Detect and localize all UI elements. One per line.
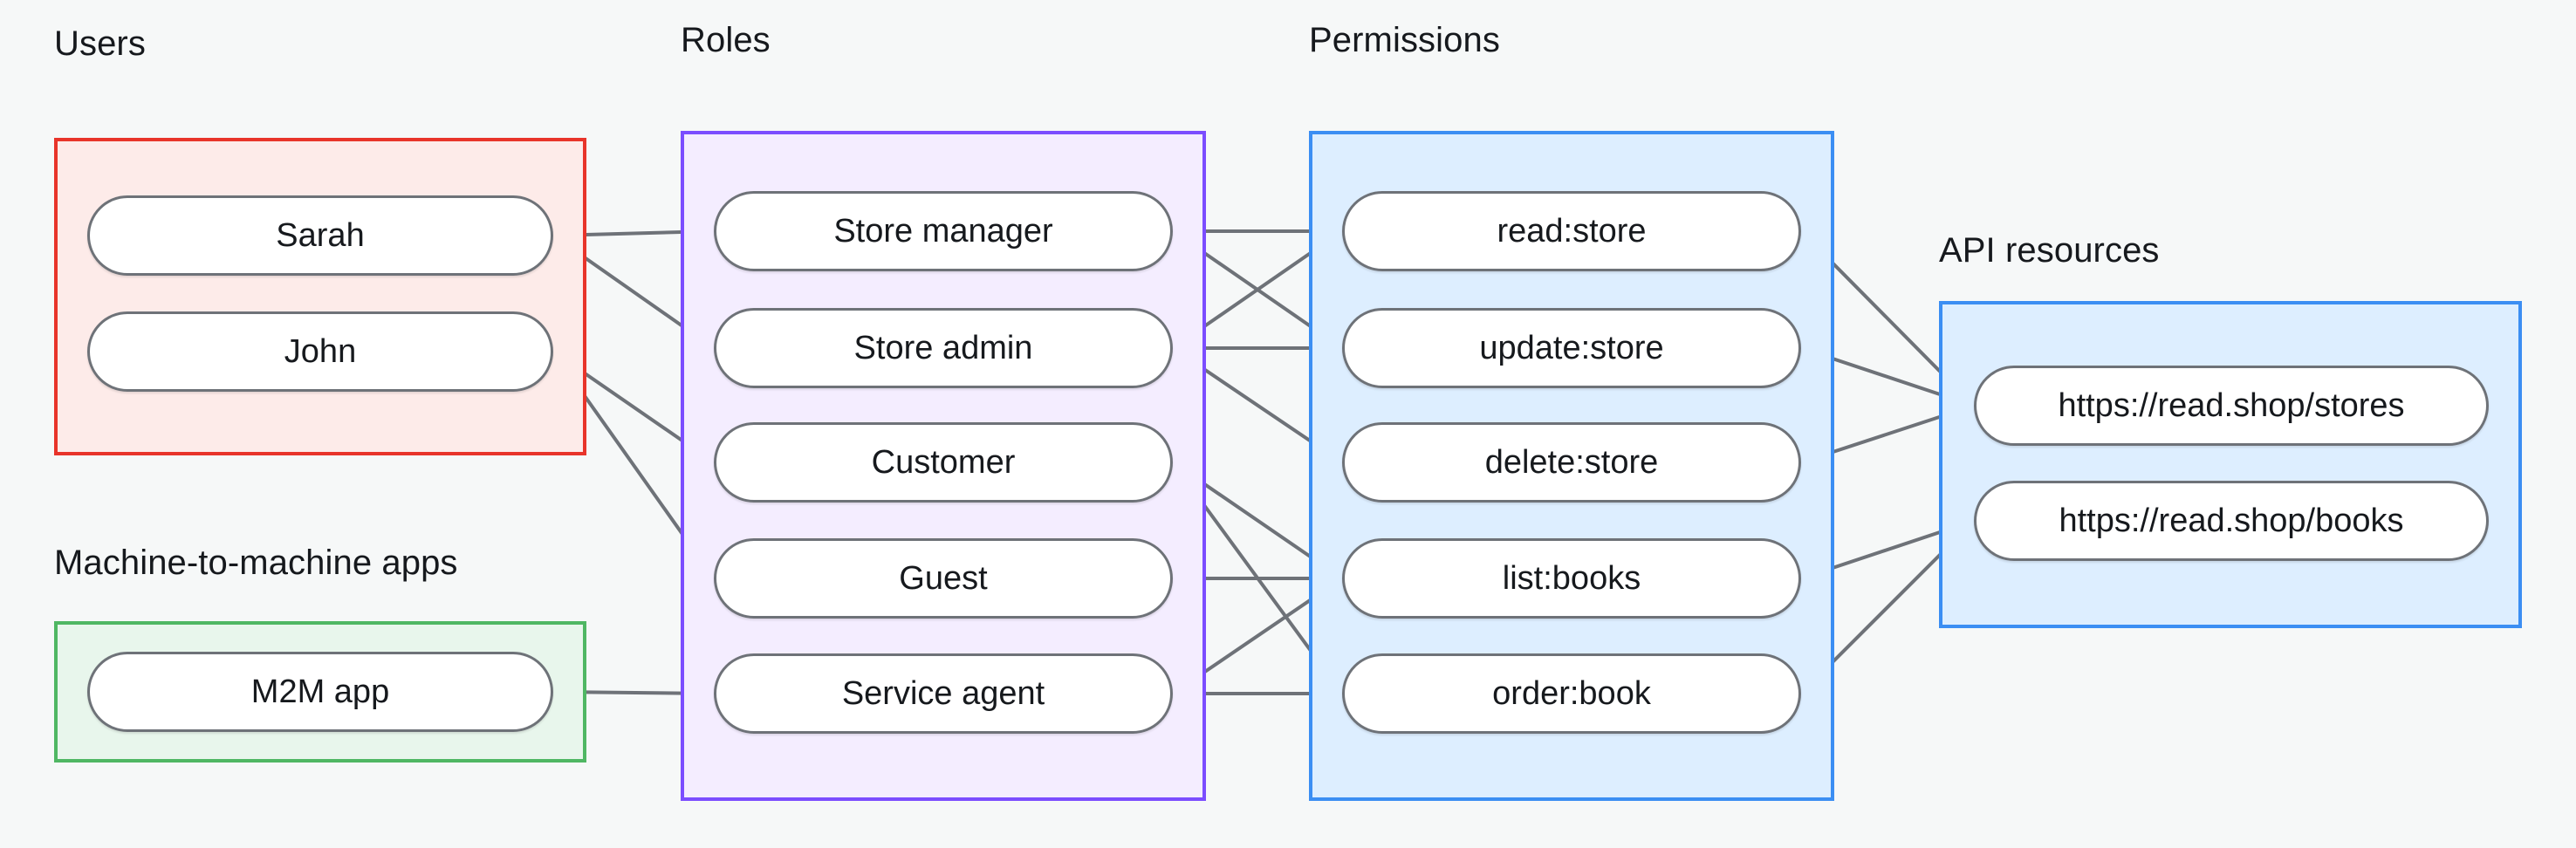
node-m2mapp[interactable]: M2M app (87, 652, 553, 732)
node-order-book[interactable]: order:book (1342, 653, 1801, 734)
node-label-guest: Guest (899, 559, 988, 597)
node-delete-store[interactable]: delete:store (1342, 422, 1801, 503)
node-label-customer: Customer (871, 443, 1016, 481)
group-box-users (54, 138, 586, 455)
node-sarah[interactable]: Sarah (87, 195, 553, 276)
group-box-api-resources (1939, 301, 2522, 628)
node-label-sarah: Sarah (276, 216, 365, 254)
node-label-update-store: update:store (1479, 329, 1664, 366)
node-label-service-agent: Service agent (841, 674, 1045, 712)
node-label-store-admin: Store admin (853, 329, 1033, 366)
node-res-stores[interactable]: https://read.shop/stores (1974, 366, 2489, 446)
node-label-john: John (284, 332, 357, 370)
node-label-delete-store: delete:store (1484, 443, 1659, 481)
group-title-m2m: Machine-to-machine apps (54, 544, 458, 582)
node-list-books[interactable]: list:books (1342, 538, 1801, 619)
group-title-api-resources: API resources (1939, 231, 2160, 270)
node-label-list-books: list:books (1502, 559, 1641, 597)
node-store-manager[interactable]: Store manager (714, 191, 1173, 271)
node-label-order-book: order:book (1492, 674, 1651, 712)
group-title-users: Users (54, 24, 146, 63)
node-john[interactable]: John (87, 311, 553, 392)
node-label-m2mapp: M2M app (250, 673, 390, 710)
node-customer[interactable]: Customer (714, 422, 1173, 503)
node-label-store-manager: Store manager (833, 212, 1053, 250)
node-label-read-store: read:store (1497, 212, 1647, 250)
node-label-res-books: https://read.shop/books (2059, 502, 2404, 539)
node-store-admin[interactable]: Store admin (714, 308, 1173, 388)
node-service-agent[interactable]: Service agent (714, 653, 1173, 734)
node-update-store[interactable]: update:store (1342, 308, 1801, 388)
node-res-books[interactable]: https://read.shop/books (1974, 481, 2489, 561)
node-label-res-stores: https://read.shop/stores (2058, 386, 2405, 424)
node-guest[interactable]: Guest (714, 538, 1173, 619)
group-title-roles: Roles (681, 21, 771, 59)
group-title-permissions: Permissions (1309, 21, 1500, 59)
node-read-store[interactable]: read:store (1342, 191, 1801, 271)
